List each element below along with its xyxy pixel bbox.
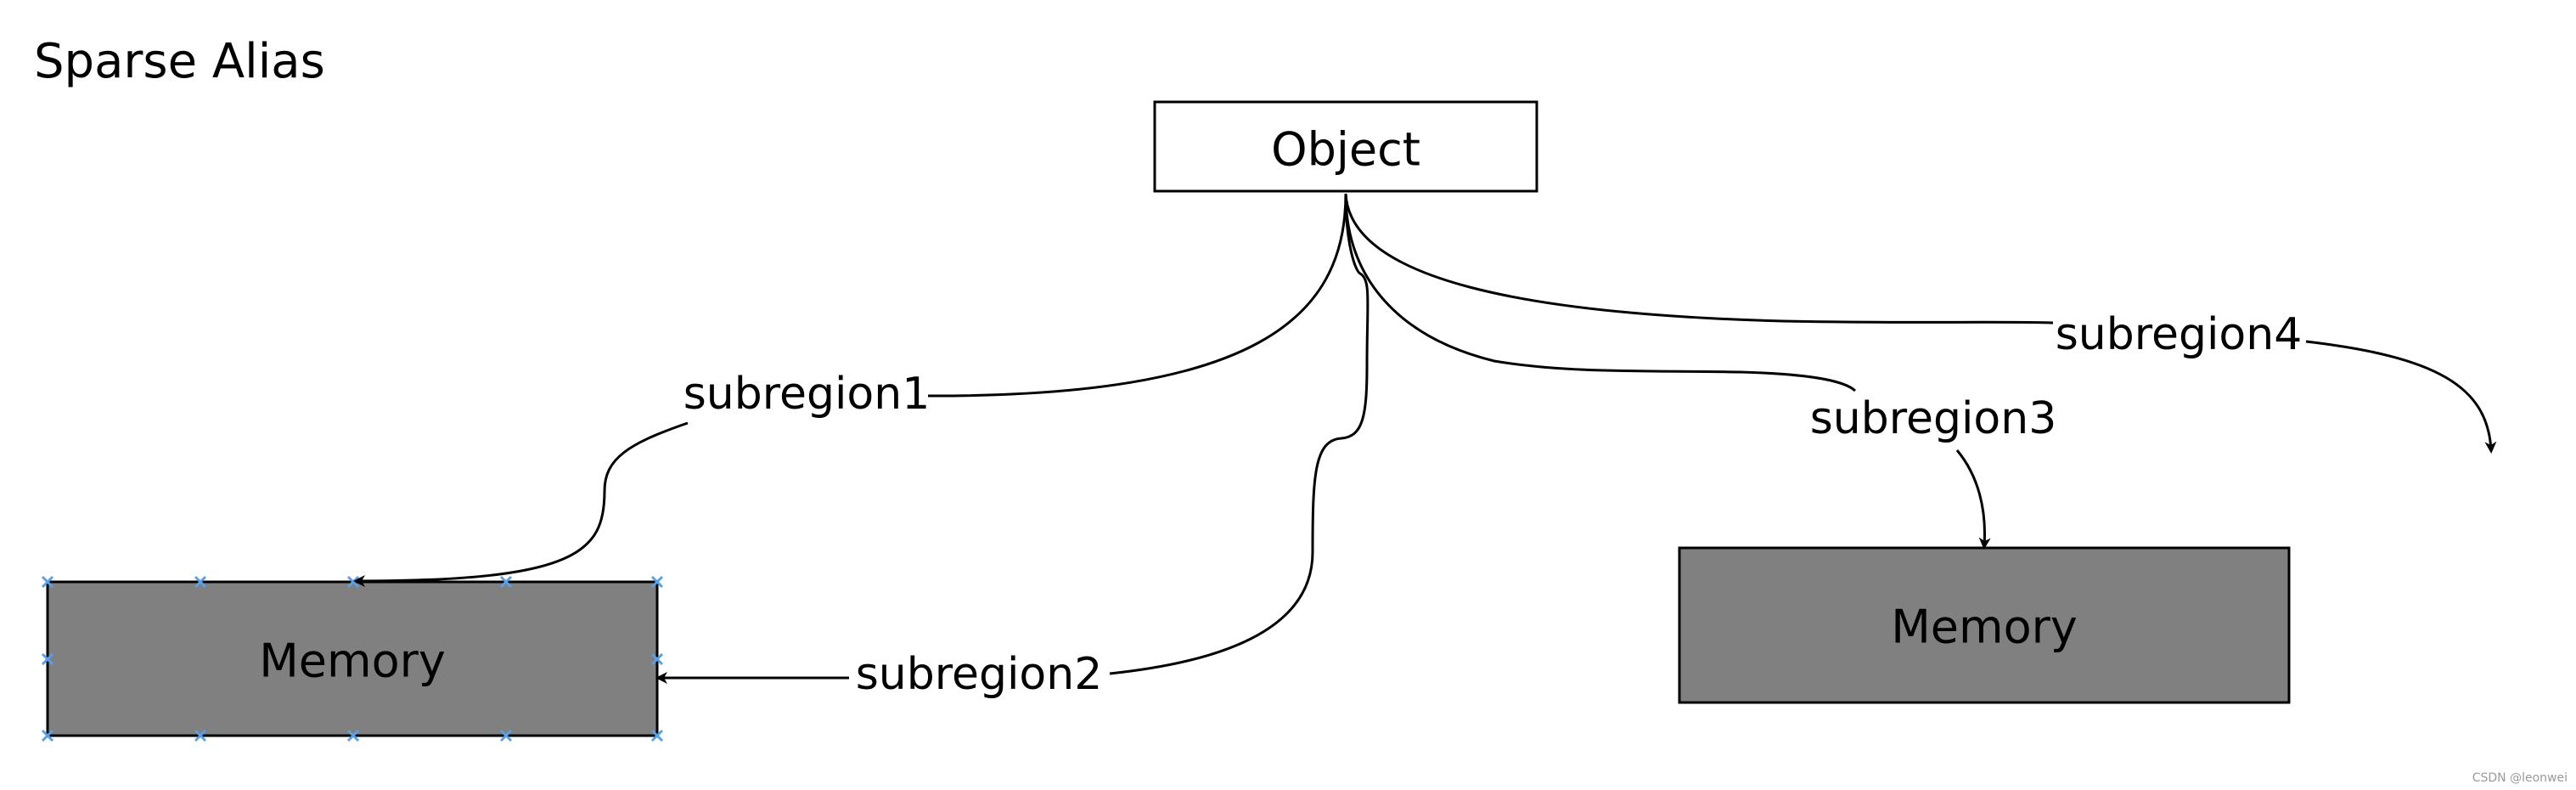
memory-node-left[interactable]: Memory — [41, 575, 664, 742]
selection-handle[interactable] — [650, 575, 664, 589]
edge-subregion1-line-a[interactable] — [928, 193, 1347, 398]
edge-subregion3-line-a[interactable] — [1344, 193, 1857, 392]
edge-subregion2[interactable] — [655, 193, 1370, 684]
object-box — [1153, 100, 1538, 193]
edge-subregion4-line-b[interactable] — [2305, 340, 2497, 454]
memory-label-left: Memory — [259, 635, 446, 688]
selection-handle[interactable] — [499, 575, 513, 589]
object-label: Object — [1271, 123, 1420, 177]
diagram-title: Sparse Alias — [34, 34, 325, 89]
edge-subregion4[interactable] — [1344, 193, 2497, 454]
edge-label-subregion2: subregion2 — [856, 649, 1103, 700]
edge-subregion1-line-b[interactable] — [353, 421, 689, 587]
memory-box-right — [1678, 546, 2291, 704]
watermark: CSDN @leonwei — [2472, 771, 2568, 785]
selection-handles[interactable] — [41, 575, 664, 742]
selection-handle[interactable] — [41, 652, 54, 666]
edge-subregion2-line-a[interactable] — [1109, 193, 1370, 675]
edge-label-subregion4: subregion4 — [2056, 309, 2303, 360]
edge-label-subregion1: subregion1 — [683, 369, 931, 420]
selection-handle[interactable] — [346, 729, 360, 742]
selection-handle[interactable] — [41, 729, 54, 742]
edge-subregion4-line-a[interactable] — [1344, 193, 2054, 324]
memory-node-right[interactable]: Memory — [1678, 546, 2291, 704]
object-node[interactable]: Object — [1153, 100, 1538, 193]
edge-subregion1[interactable] — [353, 193, 1347, 587]
selection-handle[interactable] — [650, 652, 664, 666]
selection-handle[interactable] — [194, 729, 207, 742]
selection-handle[interactable] — [194, 575, 207, 589]
edge-subregion3[interactable] — [1344, 193, 1991, 550]
memory-label-right: Memory — [1891, 601, 2078, 654]
selection-handle[interactable] — [41, 575, 54, 589]
edge-subregion3-line-b[interactable] — [1955, 449, 1991, 550]
selection-handle[interactable] — [499, 729, 513, 742]
selection-handle[interactable] — [650, 729, 664, 742]
edge-label-subregion3: subregion3 — [1810, 393, 2057, 444]
